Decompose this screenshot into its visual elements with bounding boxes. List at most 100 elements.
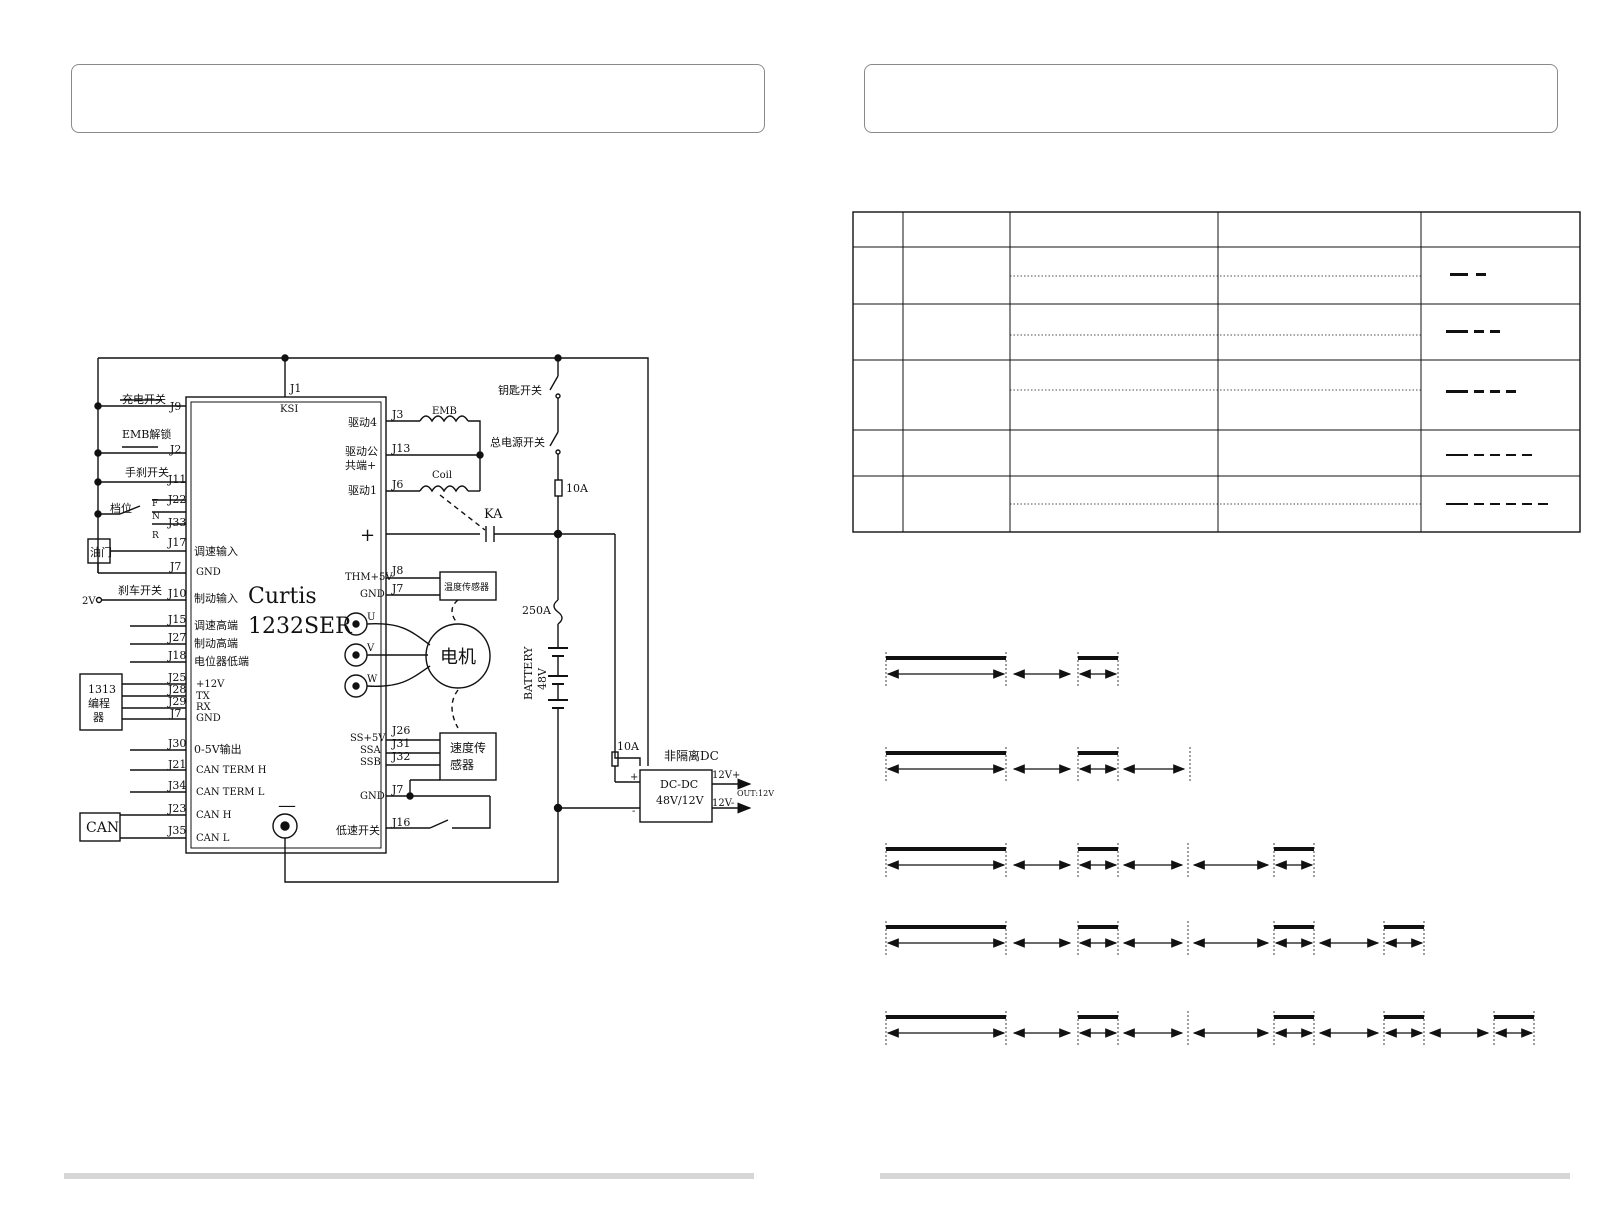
controller-name: Curtis (248, 584, 317, 609)
svg-text:J32: J32 (391, 750, 410, 763)
svg-text:J29: J29 (167, 695, 186, 708)
svg-text:温度传感器: 温度传感器 (444, 581, 489, 593)
pulse-bar (886, 925, 1006, 929)
svg-text:J23: J23 (167, 802, 186, 815)
svg-text:J13: J13 (391, 442, 410, 455)
svg-text:GND: GND (196, 567, 221, 578)
svg-text:CAN L: CAN L (196, 833, 230, 844)
svg-text:-: - (632, 806, 635, 817)
pulse-bar (1384, 925, 1424, 929)
svg-text:Coil: Coil (432, 470, 452, 481)
svg-text:12V+: 12V+ (712, 770, 740, 781)
fault-table (852, 211, 1581, 533)
svg-text:J21: J21 (167, 758, 186, 771)
svg-text:J8: J8 (391, 564, 403, 577)
svg-text:CAN TERM H: CAN TERM H (196, 765, 267, 776)
temp-sensor-box (439, 571, 497, 601)
svg-text:J7: J7 (391, 582, 403, 595)
svg-text:总电源开关: 总电源开关 (490, 435, 545, 449)
svg-text:制动高端: 制动高端 (194, 636, 238, 650)
svg-text:J2: J2 (169, 443, 181, 456)
pulse-bar (1274, 847, 1314, 851)
pulse-bar (886, 847, 1006, 851)
svg-text:2V: 2V (82, 596, 96, 607)
svg-text:SS+5V: SS+5V (350, 733, 386, 744)
svg-text:V: V (366, 643, 375, 654)
svg-text:GND: GND (360, 589, 385, 600)
pulse-bar (1078, 925, 1118, 929)
motor-label: 电机 (440, 647, 476, 668)
svg-text:J33: J33 (167, 516, 186, 529)
svg-text:J22: J22 (167, 493, 186, 506)
svg-text:手刹开关: 手刹开关 (125, 465, 169, 479)
pulse-bar (886, 1015, 1006, 1019)
svg-text:DC-DC: DC-DC (660, 778, 698, 791)
svg-text:驱动公: 驱动公 (345, 445, 378, 458)
svg-text:BATTERY: BATTERY (522, 646, 535, 700)
svg-text:GND: GND (360, 791, 385, 802)
fault-symbols (1446, 273, 1548, 505)
svg-text:N: N (152, 512, 160, 522)
svg-text:10A: 10A (566, 482, 589, 495)
svg-text:速度传: 速度传 (450, 740, 486, 755)
svg-text:J26: J26 (391, 724, 410, 737)
svg-text:J27: J27 (167, 631, 186, 644)
svg-text:12V-: 12V- (712, 798, 734, 809)
svg-text:低速开关: 低速开关 (336, 823, 380, 837)
svg-text:J28: J28 (167, 683, 186, 696)
controller-box (185, 396, 387, 854)
svg-text:驱动4: 驱动4 (348, 416, 377, 429)
svg-text:J7: J7 (169, 560, 181, 573)
speed-sensor-box (439, 732, 497, 781)
wiring-labels: Curtis 1232SER J1 KSI J9 J2 J11 J22 J33 … (82, 382, 774, 844)
svg-text:J9: J9 (169, 400, 181, 413)
svg-text:J11: J11 (167, 473, 186, 486)
svg-text:J31: J31 (391, 737, 410, 750)
left-footer-bar (64, 1173, 754, 1179)
svg-text:J17: J17 (167, 536, 186, 549)
svg-text:CAN H: CAN H (196, 810, 232, 821)
pulse-bar (886, 751, 1006, 755)
pulse-bar (1078, 751, 1118, 755)
svg-text:充电开关: 充电开关 (122, 392, 166, 406)
svg-text:10A: 10A (617, 740, 640, 753)
svg-text:+: + (630, 772, 638, 783)
svg-text:J7: J7 (169, 707, 181, 720)
svg-text:+12V: +12V (196, 679, 225, 690)
svg-text:J3: J3 (391, 408, 403, 421)
svg-text:器: 器 (93, 711, 104, 724)
svg-text:EMB解锁: EMB解锁 (122, 427, 171, 441)
svg-text:驱动1: 驱动1 (348, 484, 377, 497)
svg-text:OUT:12V: OUT:12V (737, 789, 774, 798)
pulse-bar (1274, 1015, 1314, 1019)
svg-text:250A: 250A (522, 604, 552, 617)
fuse-10a (554, 479, 563, 497)
svg-text:油门: 油门 (90, 545, 112, 559)
svg-text:J34: J34 (167, 779, 186, 792)
pulse-bar (1384, 1015, 1424, 1019)
pulse-bar (1078, 656, 1118, 660)
dcdc-box (639, 769, 713, 823)
svg-text:刹车开关: 刹车开关 (118, 583, 162, 597)
svg-text:J16: J16 (391, 816, 410, 829)
svg-text:RX: RX (196, 702, 212, 713)
svg-text:1313: 1313 (88, 683, 116, 696)
svg-text:0-5V输出: 0-5V输出 (194, 742, 242, 756)
svg-text:THM+5V: THM+5V (345, 572, 393, 583)
programmer-box (79, 673, 123, 731)
can-box (79, 812, 121, 842)
svg-text:W: W (367, 674, 378, 685)
svg-text:J7: J7 (391, 783, 403, 796)
svg-text:GND: GND (196, 713, 221, 724)
svg-text:J1: J1 (289, 382, 301, 395)
right-header-frame (864, 64, 1558, 133)
svg-text:—: — (278, 795, 296, 816)
svg-text:KA: KA (484, 507, 503, 522)
wiring-diagram (79, 354, 752, 883)
svg-text:调速高端: 调速高端 (194, 618, 238, 632)
svg-text:编程: 编程 (88, 696, 110, 710)
svg-text:SSB: SSB (360, 757, 381, 768)
svg-text:J15: J15 (167, 613, 186, 626)
svg-text:F: F (152, 499, 158, 509)
svg-text:电位器低端: 电位器低端 (194, 654, 249, 668)
